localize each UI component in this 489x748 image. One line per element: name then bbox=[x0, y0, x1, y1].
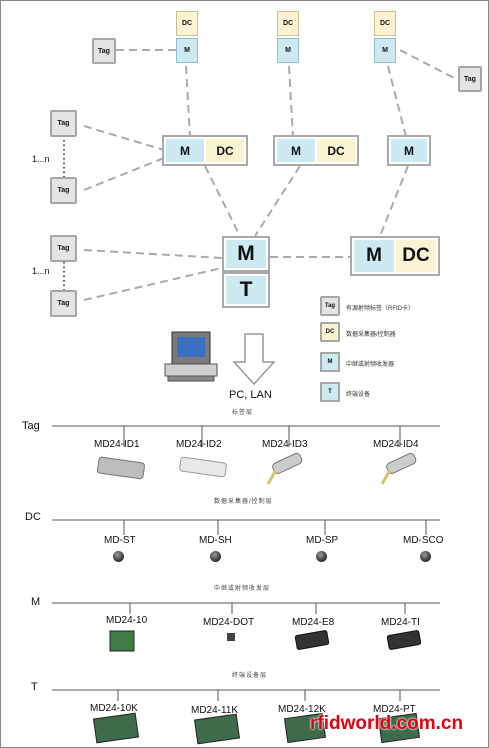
m-node-1: M bbox=[176, 38, 198, 63]
m-device-images bbox=[109, 630, 422, 652]
t-device-images bbox=[92, 712, 421, 745]
legend-m-swatch: M bbox=[320, 352, 340, 372]
m-cell: M bbox=[226, 240, 266, 268]
tag-product-3: MD24-ID3 bbox=[262, 439, 308, 450]
m-product-2: MD24-DOT bbox=[203, 617, 255, 628]
central-t-node: T bbox=[222, 272, 270, 308]
dc-node-3: DC bbox=[374, 11, 396, 36]
dc-device-image-3 bbox=[316, 551, 327, 562]
tag-node-3: Tag bbox=[50, 110, 77, 137]
tag-device-images bbox=[96, 452, 417, 485]
tag-node-1: Tag bbox=[92, 38, 116, 64]
dc-device-image-1 bbox=[113, 551, 124, 562]
dc-label: DC bbox=[181, 20, 193, 27]
legend-dc-code: DC bbox=[325, 329, 335, 335]
dc-product-3: MD-SP bbox=[306, 535, 339, 546]
tag-node-2: Tag bbox=[458, 66, 482, 92]
legend-dc-swatch: DC bbox=[320, 322, 340, 342]
m-label: M bbox=[285, 47, 291, 54]
legend-tag-swatch: Tag bbox=[320, 296, 340, 316]
dc-label: DC bbox=[282, 20, 294, 27]
dc-level-code: DC bbox=[25, 511, 41, 523]
m-dc-group-1: M DC bbox=[162, 135, 248, 166]
tag-label: Tag bbox=[57, 245, 70, 252]
m-product-1: MD24-10 bbox=[106, 615, 148, 626]
t-level-title: 终端设备层 bbox=[232, 673, 268, 679]
tag-label: Tag bbox=[98, 47, 110, 55]
dc-device-image-4 bbox=[420, 551, 431, 562]
m-node-3: M bbox=[374, 38, 396, 63]
tag-product-1: MD24-ID1 bbox=[94, 439, 140, 450]
legend-m-code: M bbox=[327, 359, 333, 365]
dc-device-image-2 bbox=[210, 551, 221, 562]
pc-lan-label: PC, LAN bbox=[229, 389, 272, 401]
t-product-2: MD24-11K bbox=[191, 705, 239, 716]
m-cell: M bbox=[277, 139, 315, 162]
m-level-title: 中继或射频收发层 bbox=[214, 586, 271, 592]
t-product-1: MD24-10K bbox=[90, 703, 138, 714]
dc-node-2: DC bbox=[277, 11, 299, 36]
legend-t-swatch: T bbox=[320, 382, 340, 402]
legend-t-code: T bbox=[328, 389, 332, 395]
dc-label: DC bbox=[379, 20, 391, 27]
m-node-2: M bbox=[277, 38, 299, 63]
tag-level-code: Tag bbox=[22, 420, 40, 432]
range-label-2: 1...n bbox=[32, 266, 50, 276]
m-label: M bbox=[184, 47, 190, 54]
tag-label: Tag bbox=[57, 120, 70, 127]
dc-level-title: 数据采集器/控制层 bbox=[214, 499, 273, 505]
tag-product-2: MD24-ID2 bbox=[176, 439, 222, 450]
t-level-code: T bbox=[31, 681, 38, 693]
legend-m-desc: 中继或射频收发器 bbox=[346, 362, 395, 368]
tag-product-4: MD24-ID4 bbox=[373, 439, 419, 450]
down-arrow-icon bbox=[232, 333, 276, 386]
m-dc-group-right: M DC bbox=[350, 236, 440, 276]
tag-label: Tag bbox=[57, 187, 70, 194]
watermark: rfidworld.com.cn bbox=[310, 713, 464, 734]
t-cell: T bbox=[226, 276, 266, 304]
tag-node-5: Tag bbox=[50, 235, 77, 262]
dc-cell: DC bbox=[206, 139, 244, 162]
m-product-4: MD24-TI bbox=[381, 617, 420, 628]
dc-cell: DC bbox=[317, 139, 355, 162]
dc-product-4: MD-SCO bbox=[403, 535, 444, 546]
dc-product-2: MD-SH bbox=[199, 535, 232, 546]
m-cell: M bbox=[354, 240, 394, 272]
m-product-3: MD24-E8 bbox=[292, 617, 335, 628]
tag-node-4: Tag bbox=[50, 177, 77, 204]
central-m-node: M bbox=[222, 236, 270, 272]
m-level-code: M bbox=[31, 596, 41, 608]
tag-node-6: Tag bbox=[50, 290, 77, 317]
range-label-1: 1...n bbox=[32, 154, 50, 164]
legend-dc-desc: 数据采集器/控制器 bbox=[346, 332, 396, 338]
m-dc-group-2: M DC bbox=[273, 135, 359, 166]
m-label: M bbox=[382, 47, 388, 54]
t-product-3: MD24-12K bbox=[278, 704, 326, 715]
legend-tag-code: Tag bbox=[324, 303, 336, 309]
m-cell: M bbox=[391, 139, 427, 162]
dc-product-1: MD-ST bbox=[104, 535, 136, 546]
m-cell: M bbox=[166, 139, 204, 162]
dc-cell: DC bbox=[396, 240, 436, 272]
t-product-4: MD24-PT bbox=[373, 704, 416, 715]
legend-tag-desc: 有源射频标签（RFID卡） bbox=[346, 306, 414, 312]
tag-label: Tag bbox=[57, 300, 70, 307]
computer-icon bbox=[164, 331, 218, 382]
m-group-3: M bbox=[387, 135, 431, 166]
legend-t-desc: 终端设备 bbox=[346, 392, 371, 398]
dc-node-1: DC bbox=[176, 11, 198, 36]
tag-label: Tag bbox=[464, 75, 476, 83]
tag-level-title: 标签层 bbox=[232, 410, 254, 416]
